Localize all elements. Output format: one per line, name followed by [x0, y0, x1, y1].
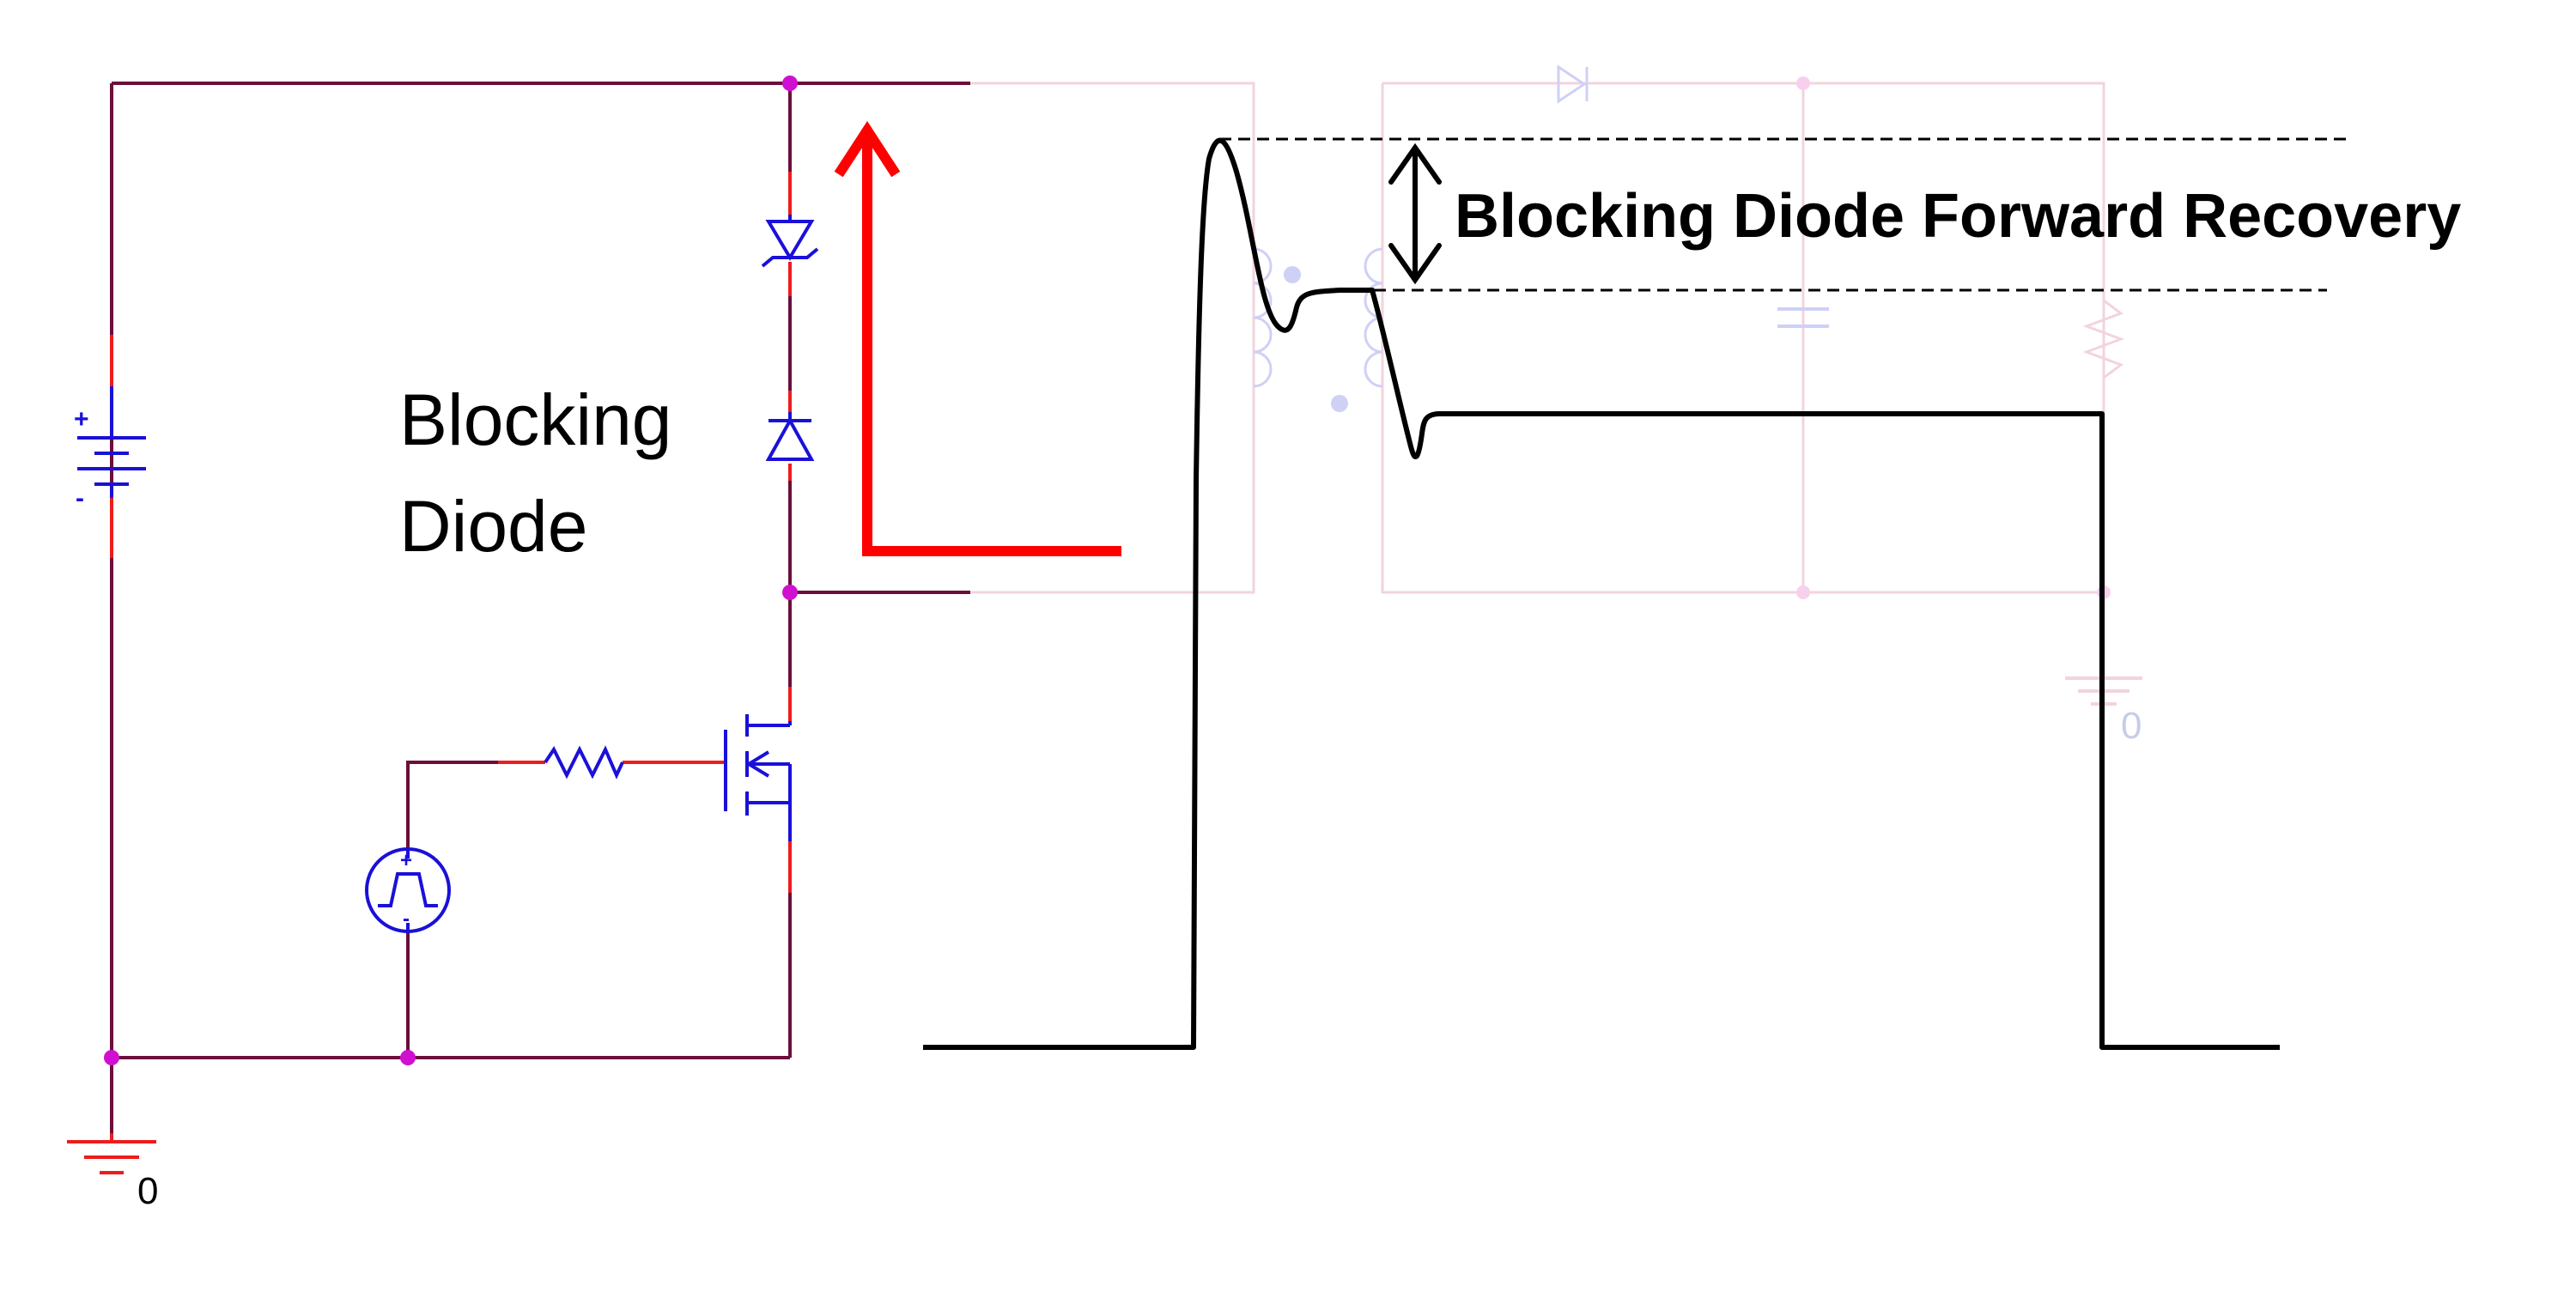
pulse-source-icon: + -	[365, 847, 451, 933]
blocking-diode-label-line2: Diode	[399, 486, 587, 567]
ground-label-right: 0	[2121, 705, 2142, 747]
circuit-wires	[110, 82, 970, 1133]
blocking-diode-icon	[765, 412, 815, 461]
ground-label-left: 0	[137, 1170, 158, 1212]
faded-output-stage: 0	[970, 64, 2142, 747]
zener-diode-icon	[761, 215, 819, 268]
blocking-diode-label-line1: Blocking	[399, 379, 672, 460]
forward-recovery-label: Blocking Diode Forward Recovery	[1455, 182, 2461, 251]
component-leads	[110, 172, 792, 1142]
current-path-arrow-icon	[834, 121, 1121, 556]
ground-icon: 0	[67, 1140, 158, 1212]
pulse-minus-label: -	[403, 907, 410, 931]
pulse-plus-label: +	[400, 849, 412, 872]
double-headed-arrow-icon	[1388, 143, 1442, 285]
junction-nodes	[104, 76, 798, 1065]
mosfet-icon	[724, 714, 792, 841]
recovery-waveform	[923, 137, 2280, 1050]
battery-plus-label: +	[74, 405, 89, 434]
battery-icon: + -	[74, 386, 146, 513]
resistor-icon	[544, 745, 624, 779]
battery-minus-label: -	[76, 484, 84, 513]
reference-lines	[1219, 137, 2353, 292]
